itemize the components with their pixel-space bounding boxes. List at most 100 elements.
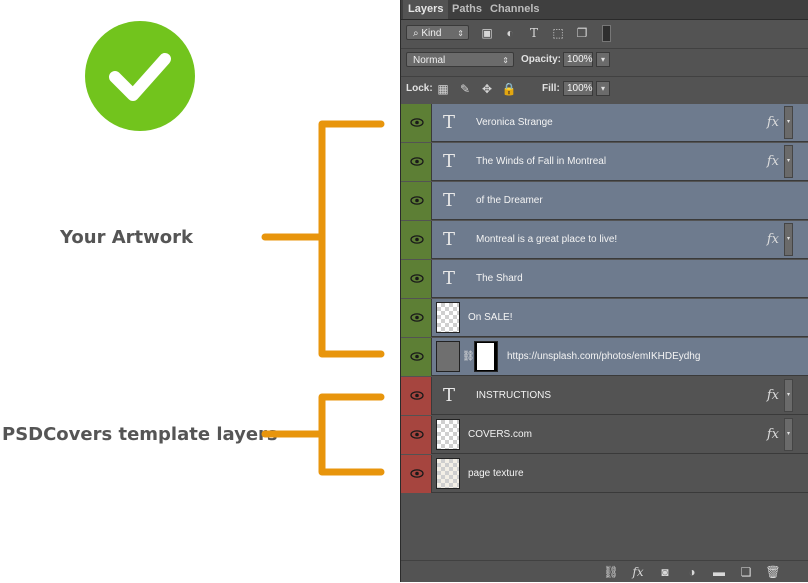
smart-object-thumbnail [436, 302, 460, 333]
layer-name: The Shard [476, 273, 523, 284]
text-layer-icon: T [443, 385, 456, 406]
adjustment-filter-icon[interactable]: ◐ [506, 26, 514, 40]
visibility-toggle[interactable] [401, 221, 432, 259]
template-bracket [261, 393, 385, 476]
lock-pixels-brush-icon[interactable]: ✎ [459, 82, 471, 96]
layer-row[interactable]: T of the Dreamer [401, 182, 808, 220]
lock-row: Lock: ▦ ✎ ✥ 🔒 Fill: 100% ▾ [401, 76, 808, 105]
eye-icon [410, 352, 424, 361]
template-layers-label: PSDCovers template layers [2, 424, 278, 445]
layer-name: page texture [468, 468, 524, 479]
visibility-toggle[interactable] [401, 455, 432, 493]
layer-row[interactable]: On SALE! [401, 299, 808, 337]
your-artwork-label: Your Artwork [60, 227, 193, 248]
layer-row[interactable]: ⛓ https://unsplash.com/photos/emIKHDEydh… [401, 338, 808, 376]
blend-row: Normal ⇕ Opacity: 100% ▾ [401, 48, 808, 77]
eye-icon [410, 430, 424, 439]
visibility-toggle[interactable] [401, 377, 432, 415]
effects-expand-toggle[interactable]: ▾ [784, 379, 793, 412]
layer-row[interactable]: T Montreal is a great place to live! fx … [401, 221, 808, 259]
blend-mode-dropdown[interactable]: Normal ⇕ [406, 52, 514, 67]
opacity-slider-toggle[interactable]: ▾ [596, 52, 610, 67]
opacity-input[interactable]: 100% [563, 52, 593, 67]
photo-thumbnail [436, 341, 460, 372]
fx-badge[interactable]: fx [766, 115, 779, 130]
text-layer-icon: T [443, 190, 456, 211]
layer-name: of the Dreamer [476, 195, 543, 206]
opacity-label: Opacity: [521, 54, 562, 65]
layer-row[interactable]: T INSTRUCTIONS fx ▾ [401, 377, 808, 415]
layer-row[interactable]: T The Shard [401, 260, 808, 298]
lock-transparent-icon[interactable]: ▦ [437, 82, 449, 96]
fx-badge[interactable]: fx [766, 427, 779, 442]
effects-expand-toggle[interactable]: ▾ [784, 418, 793, 451]
filter-toggle-switch[interactable] [602, 25, 611, 42]
fx-badge[interactable]: fx [766, 232, 779, 247]
layer-mask-thumbnail[interactable] [474, 341, 498, 372]
shape-filter-icon[interactable]: ⬚ [552, 26, 564, 40]
filter-kind-dropdown[interactable]: ⌕ Kind ⇕ [406, 25, 469, 40]
smart-object-thumbnail [436, 419, 460, 450]
layer-row[interactable]: COVERS.com fx ▾ [401, 416, 808, 454]
layer-row[interactable]: T Veronica Strange fx ▾ [401, 104, 808, 142]
adjustment-icon[interactable]: ◑ [688, 565, 696, 579]
visibility-toggle[interactable] [401, 143, 432, 181]
effects-expand-toggle[interactable]: ▾ [784, 106, 793, 139]
visibility-toggle[interactable] [401, 416, 432, 454]
type-filter-icon[interactable]: T [529, 26, 538, 40]
search-icon: ⌕ [413, 28, 422, 39]
lock-position-move-icon[interactable]: ✥ [481, 82, 493, 96]
tab-layers[interactable]: Layers [403, 0, 449, 19]
pixel-filter-icon[interactable]: ▣ [481, 26, 493, 40]
visibility-toggle[interactable] [401, 338, 432, 376]
smart-object-filter-icon[interactable]: ❐ [576, 26, 588, 40]
text-layer-icon: T [443, 229, 456, 250]
layer-name: https://unsplash.com/photos/emIKHDEydhg [507, 351, 701, 362]
texture-thumbnail [436, 458, 460, 489]
new-layer-icon[interactable]: ❏ [740, 565, 752, 579]
effects-expand-toggle[interactable]: ▾ [784, 145, 793, 178]
fx-badge[interactable]: fx [766, 388, 779, 403]
lock-label: Lock: [406, 83, 433, 94]
visibility-toggle[interactable] [401, 182, 432, 220]
fill-slider-toggle[interactable]: ▾ [596, 81, 610, 96]
fx-badge[interactable]: fx [766, 154, 779, 169]
panel-footer: ⛓ fx ◙ ◑ ▬ ❏ 🗑 [401, 560, 808, 583]
eye-icon [410, 391, 424, 400]
eye-icon [410, 313, 424, 322]
tab-paths[interactable]: Paths [452, 3, 482, 15]
fx-icon[interactable]: fx [632, 565, 644, 579]
visibility-toggle[interactable] [401, 104, 432, 142]
eye-icon [410, 196, 424, 205]
eye-icon [410, 469, 424, 478]
checkmark-badge [85, 21, 195, 131]
eye-icon [410, 235, 424, 244]
lock-all-icon[interactable]: 🔒 [501, 82, 517, 96]
effects-expand-toggle[interactable]: ▾ [784, 223, 793, 256]
mask-link-icon[interactable]: ⛓ [462, 351, 475, 362]
fill-label: Fill: [542, 83, 560, 94]
eye-icon [410, 118, 424, 127]
layer-name: Veronica Strange [476, 117, 553, 128]
layer-name: COVERS.com [468, 429, 532, 440]
folder-icon[interactable]: ▬ [713, 565, 725, 579]
layer-row[interactable]: page texture [401, 455, 808, 493]
eye-icon [410, 157, 424, 166]
filter-kind-label: Kind [421, 28, 442, 39]
layer-name: The Winds of Fall in Montreal [476, 156, 607, 167]
layer-row[interactable]: T The Winds of Fall in Montreal fx ▾ [401, 143, 808, 181]
layer-name: INSTRUCTIONS [476, 390, 551, 401]
fill-input[interactable]: 100% [563, 81, 593, 96]
visibility-toggle[interactable] [401, 260, 432, 298]
filter-row: ⌕ Kind ⇕ ▣ ◐ T ⬚ ❐ [401, 20, 808, 49]
text-layer-icon: T [443, 268, 456, 289]
blend-mode-value: Normal [413, 55, 446, 66]
layers-panel: Layers Paths Channels ⌕ Kind ⇕ ▣ ◐ T ⬚ ❐… [400, 0, 808, 582]
trash-icon[interactable]: 🗑 [765, 565, 781, 579]
tab-channels[interactable]: Channels [490, 3, 540, 15]
layer-name: Montreal is a great place to live! [476, 234, 618, 245]
visibility-toggle[interactable] [401, 299, 432, 337]
link-icon[interactable]: ⛓ [603, 565, 619, 579]
mask-icon[interactable]: ◙ [661, 565, 669, 579]
updown-icon: ⇕ [457, 29, 464, 38]
